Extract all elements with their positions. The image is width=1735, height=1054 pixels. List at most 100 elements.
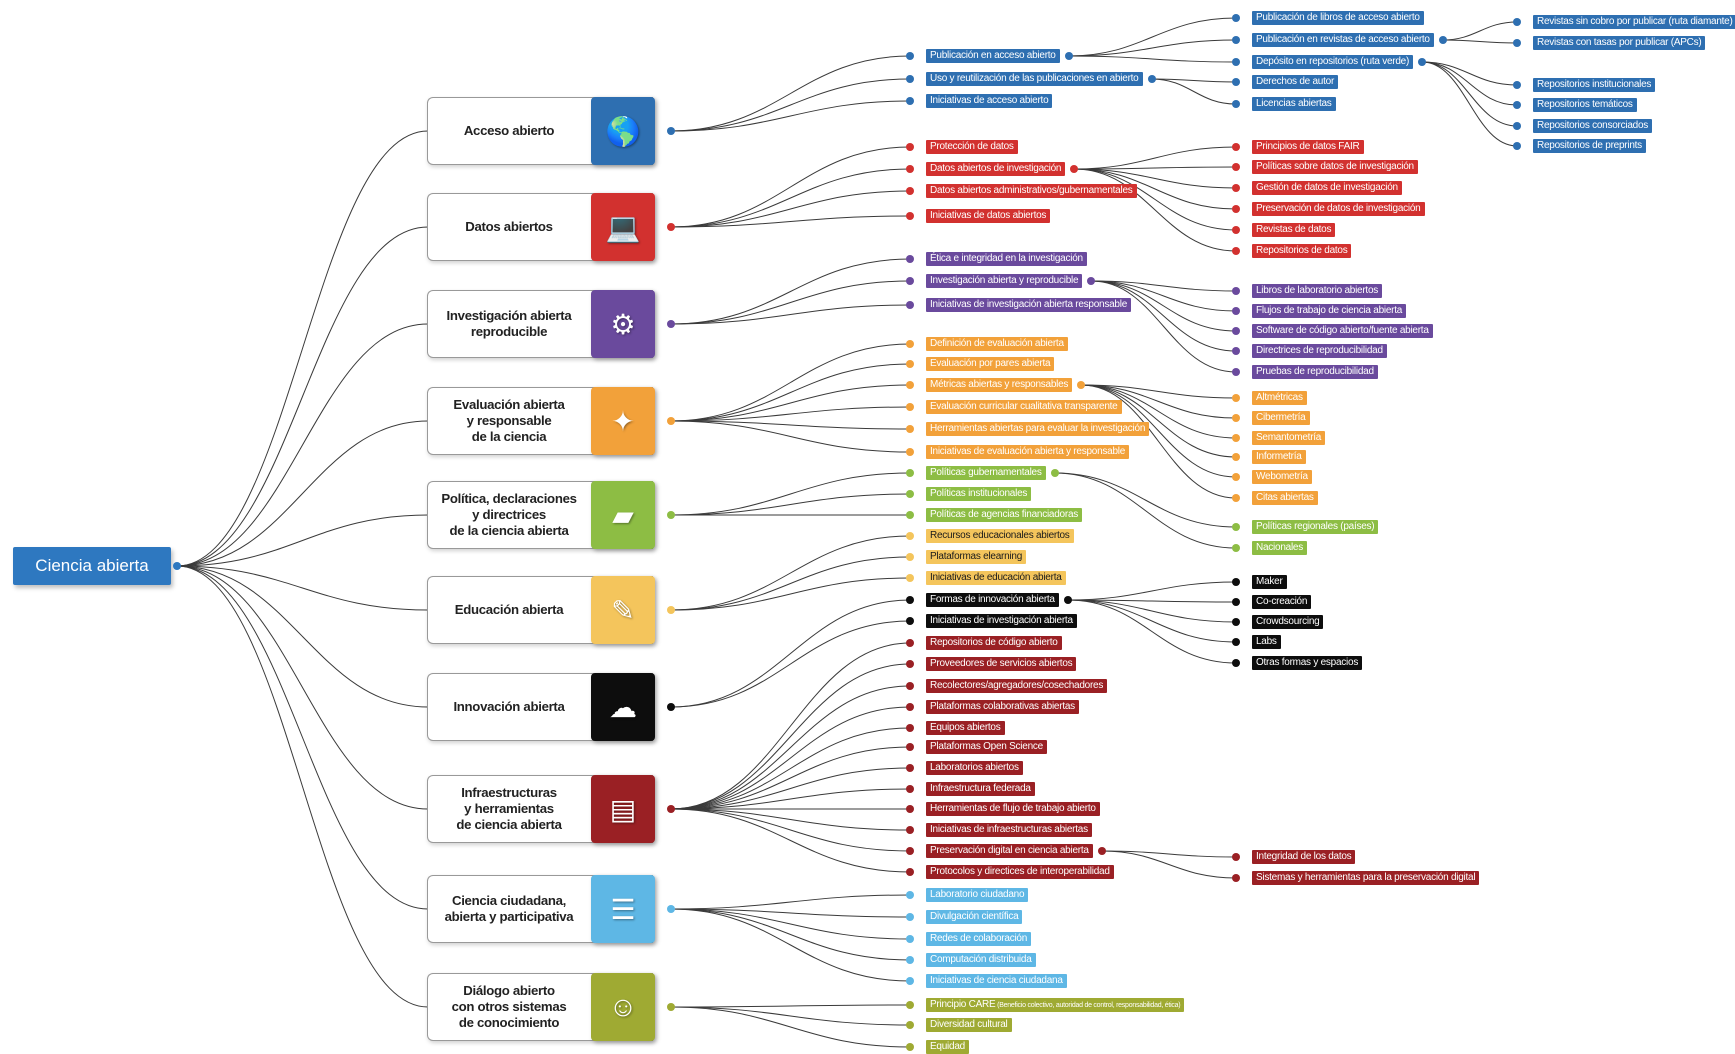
item-label[interactable]: Herramientas de flujo de trabajo abierto xyxy=(926,802,1100,816)
subitem-label[interactable]: Semantometría xyxy=(1252,431,1326,445)
subitem-label[interactable]: Nacionales xyxy=(1252,541,1307,555)
category-educacion[interactable]: Educación abierta✎ xyxy=(427,576,655,644)
item-label[interactable]: Publicación en acceso abierto xyxy=(926,49,1060,63)
item-label[interactable]: Preservación digital en ciencia abierta xyxy=(926,844,1093,858)
category-investigacion[interactable]: Investigación abierta reproducible⚙ xyxy=(427,290,655,358)
subitem-label[interactable]: Flujos de trabajo de ciencia abierta xyxy=(1252,304,1407,318)
category-innovacion[interactable]: Innovación abierta☁ xyxy=(427,673,655,741)
subitem-label[interactable]: Derechos de autor xyxy=(1252,75,1339,89)
subsubitem-label[interactable]: Repositorios institucionales xyxy=(1533,78,1656,92)
item-label-text: Iniciativas de educación abierta xyxy=(930,572,1062,583)
item-label[interactable]: Iniciativas de ciencia ciudadana xyxy=(926,974,1067,988)
category-evaluacion[interactable]: Evaluación abierta y responsable de la c… xyxy=(427,387,655,455)
category-ciudadana[interactable]: Ciencia ciudadana, abierta y participati… xyxy=(427,875,655,943)
subitem-label[interactable]: Software de código abierto/fuente abiert… xyxy=(1252,324,1433,338)
subitem-label[interactable]: Directrices de reproducibilidad xyxy=(1252,344,1387,358)
subitem-label[interactable]: Revistas de datos xyxy=(1252,223,1336,237)
item-label[interactable]: Protección de datos xyxy=(926,140,1018,154)
item-label[interactable]: Métricas abiertas y responsables xyxy=(926,378,1073,392)
subsubitem-dot xyxy=(1513,81,1521,89)
subitem-label[interactable]: Otras formas y espacios xyxy=(1252,656,1363,670)
subitem-label[interactable]: Publicación en revistas de acceso abiert… xyxy=(1252,33,1434,47)
subitem-label[interactable]: Repositorios de datos xyxy=(1252,244,1352,258)
item-label[interactable]: Redes de colaboración xyxy=(926,932,1032,946)
item-label[interactable]: Datos abiertos administrativos/gubername… xyxy=(926,184,1137,198)
subitem-label[interactable]: Labs xyxy=(1252,635,1281,649)
subitem-label[interactable]: Maker xyxy=(1252,575,1287,589)
item-label[interactable]: Computación distribuida xyxy=(926,953,1036,967)
subitem-label[interactable]: Libros de laboratorio abiertos xyxy=(1252,284,1383,298)
item-label[interactable]: Formas de innovación abierta xyxy=(926,593,1059,607)
subitem-dot xyxy=(1232,434,1240,442)
category-infraestructuras[interactable]: Infraestructuras y herramientas de cienc… xyxy=(427,775,655,843)
item-label[interactable]: Plataformas Open Science xyxy=(926,740,1047,754)
item-label-text: Iniciativas de acceso abierto xyxy=(930,95,1049,106)
item-label[interactable]: Iniciativas de educación abierta xyxy=(926,571,1066,585)
subitem-label[interactable]: Pruebas de reproducibilidad xyxy=(1252,365,1378,379)
item-label[interactable]: Políticas de agencias financiadoras xyxy=(926,508,1083,522)
item-label[interactable]: Iniciativas de evaluación abierta y resp… xyxy=(926,445,1130,459)
subitem-label[interactable]: Publicación de libros de acceso abierto xyxy=(1252,11,1424,25)
item-label[interactable]: Políticas gubernamentales xyxy=(926,466,1046,480)
item-label[interactable]: Plataformas colaborativas abiertas xyxy=(926,700,1079,714)
item-label[interactable]: Principio CARE (Beneficio colectivo, aut… xyxy=(926,998,1185,1012)
subitem-label[interactable]: Crowdsourcing xyxy=(1252,615,1324,629)
subitem-label[interactable]: Políticas regionales (países) xyxy=(1252,520,1379,534)
item-label[interactable]: Diversidad cultural xyxy=(926,1018,1012,1032)
subitem-label[interactable]: Integridad de los datos xyxy=(1252,850,1356,864)
item-label[interactable]: Equidad xyxy=(926,1040,969,1054)
item-label-text: Evaluación curricular cualitativa transp… xyxy=(930,401,1118,412)
category-acceso[interactable]: Acceso abierto🌎 xyxy=(427,97,655,165)
subitem-label[interactable]: Cibermetría xyxy=(1252,411,1310,425)
subitem-label[interactable]: Gestión de datos de investigación xyxy=(1252,181,1402,195)
subitem-label[interactable]: Webometría xyxy=(1252,470,1312,484)
subsubitem-label[interactable]: Repositorios de preprints xyxy=(1533,139,1646,153)
subitem-label[interactable]: Depósito en repositorios (ruta verde) xyxy=(1252,55,1414,69)
category-dialogo[interactable]: Diálogo abierto con otros sistemas de co… xyxy=(427,973,655,1041)
item-label[interactable]: Iniciativas de infraestructuras abiertas xyxy=(926,823,1092,837)
subitem-label[interactable]: Licencias abiertas xyxy=(1252,97,1336,111)
subitem-label-text: Integridad de los datos xyxy=(1256,851,1352,862)
subsubitem-label[interactable]: Revistas sin cobro por publicar (ruta di… xyxy=(1533,15,1735,29)
item-label[interactable]: Herramientas abiertas para evaluar la in… xyxy=(926,422,1150,436)
root-node[interactable]: Ciencia abierta xyxy=(13,547,171,585)
item-label[interactable]: Infraestructura federada xyxy=(926,782,1035,796)
item-label[interactable]: Plataformas elearning xyxy=(926,550,1027,564)
item-label-text: Plataformas Open Science xyxy=(930,741,1043,752)
item-label[interactable]: Evaluación por pares abierta xyxy=(926,357,1055,371)
subitem-label[interactable]: Informetría xyxy=(1252,450,1306,464)
item-label[interactable]: Divulgación científica xyxy=(926,910,1023,924)
subitem-label[interactable]: Políticas sobre datos de investigación xyxy=(1252,160,1418,174)
item-label[interactable]: Proveedores de servicios abiertos xyxy=(926,657,1077,671)
subsubitem-label[interactable]: Revistas con tasas por publicar (APCs) xyxy=(1533,36,1706,50)
category-datos[interactable]: Datos abiertos💻 xyxy=(427,193,655,261)
subitem-label[interactable]: Preservación de datos de investigación xyxy=(1252,202,1425,216)
item-label[interactable]: Protocolos y directices de interoperabil… xyxy=(926,865,1114,879)
subitem-label[interactable]: Citas abiertas xyxy=(1252,491,1318,505)
item-label[interactable]: Políticas institucionales xyxy=(926,487,1032,501)
item-label[interactable]: Iniciativas de investigación abierta xyxy=(926,614,1077,628)
item-label[interactable]: Laboratorio ciudadano xyxy=(926,888,1029,902)
item-label[interactable]: Recursos educacionales abiertos xyxy=(926,529,1074,543)
item-label[interactable]: Definición de evaluación abierta xyxy=(926,337,1068,351)
subsubitem-label[interactable]: Repositorios consorciados xyxy=(1533,119,1653,133)
item-label[interactable]: Investigación abierta y reproducible xyxy=(926,274,1083,288)
subitem-label[interactable]: Co-creación xyxy=(1252,595,1312,609)
item-label[interactable]: Datos abiertos de investigación xyxy=(926,162,1066,176)
item-label[interactable]: Iniciativas de datos abiertos xyxy=(926,209,1051,223)
subitem-label-text: Citas abiertas xyxy=(1256,492,1314,503)
item-label[interactable]: Ética e integridad en la investigación xyxy=(926,252,1087,266)
item-label[interactable]: Repositorios de código abierto xyxy=(926,636,1062,650)
item-label[interactable]: Uso y reutilización de las publicaciones… xyxy=(926,72,1143,86)
item-label[interactable]: Laboratorios abiertos xyxy=(926,761,1023,775)
subitem-label[interactable]: Principios de datos FAIR xyxy=(1252,140,1364,154)
item-label[interactable]: Iniciativas de investigación abierta res… xyxy=(926,298,1132,312)
item-label[interactable]: Evaluación curricular cualitativa transp… xyxy=(926,400,1122,414)
item-label[interactable]: Iniciativas de acceso abierto xyxy=(926,94,1053,108)
category-politica[interactable]: Política, declaraciones y directrices de… xyxy=(427,481,655,549)
subitem-label[interactable]: Sistemas y herramientas para la preserva… xyxy=(1252,871,1480,885)
item-label[interactable]: Recolectores/agregadores/cosechadores xyxy=(926,679,1108,693)
item-label[interactable]: Equipos abiertos xyxy=(926,721,1005,735)
subitem-label[interactable]: Altmétricas xyxy=(1252,391,1307,405)
subsubitem-label[interactable]: Repositorios temáticos xyxy=(1533,98,1637,112)
